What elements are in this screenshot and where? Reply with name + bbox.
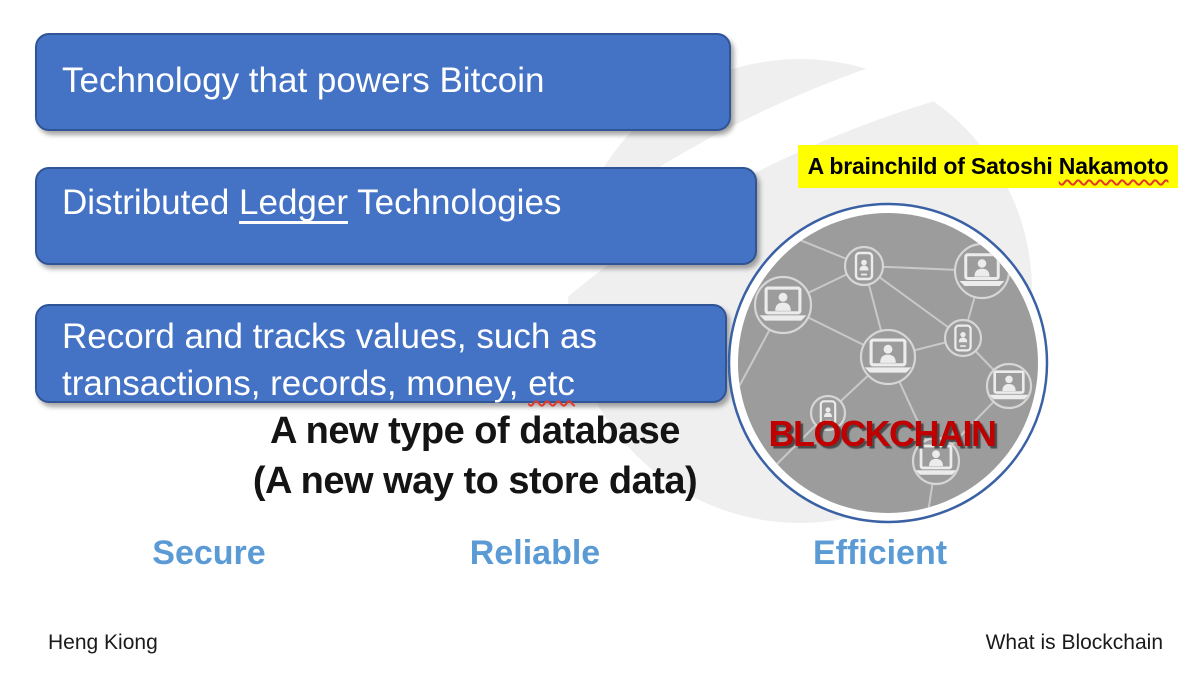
database-note: A new type of database (A new way to sto… xyxy=(215,406,735,506)
footer-author: Heng Kiong xyxy=(48,631,158,654)
underlined-word-ledger: Ledger xyxy=(239,183,349,222)
laptop-icon xyxy=(987,370,1031,401)
quality-secure: Secure xyxy=(152,534,266,572)
laptop-icon xyxy=(863,338,913,375)
statement-text: Technology that powers Bitcoin xyxy=(62,61,545,100)
statement-text: Distributed Ledger Technologies xyxy=(62,179,755,226)
highlight-text: A brainchild of Satoshi Nakamoto xyxy=(808,153,1169,180)
statement-text-line2: transactions, records, money, etc xyxy=(62,360,725,407)
footer-topic: What is Blockchain xyxy=(985,631,1163,654)
laptop-icon xyxy=(758,286,808,323)
statement-box-dlt: Distributed Ledger Technologies xyxy=(35,167,757,265)
quality-reliable: Reliable xyxy=(469,534,601,572)
text-segment: A brainchild of Satoshi xyxy=(807,153,1059,179)
text-segment: Distributed xyxy=(62,183,240,222)
quality-efficient: Efficient xyxy=(812,534,948,572)
statement-box-technology: Technology that powers Bitcoin xyxy=(35,33,731,131)
database-note-line1: A new type of database xyxy=(270,410,680,452)
database-note-line2: (A new way to store data) xyxy=(252,460,698,502)
blockchain-network-graphic xyxy=(727,202,1049,524)
spellcheck-word-nakamoto: Nakamoto xyxy=(1058,153,1169,179)
spellcheck-word-etc: etc xyxy=(528,364,575,403)
text-segment: Technologies xyxy=(348,183,562,222)
statement-box-records: Record and tracks values, such as transa… xyxy=(35,304,727,403)
satoshi-highlight-note: A brainchild of Satoshi Nakamoto xyxy=(798,145,1178,188)
blockchain-label: BLOCKCHAIN xyxy=(768,413,997,454)
text-segment: transactions, records, money, xyxy=(62,364,529,403)
statement-text-line1: Record and tracks values, such as xyxy=(62,317,597,356)
